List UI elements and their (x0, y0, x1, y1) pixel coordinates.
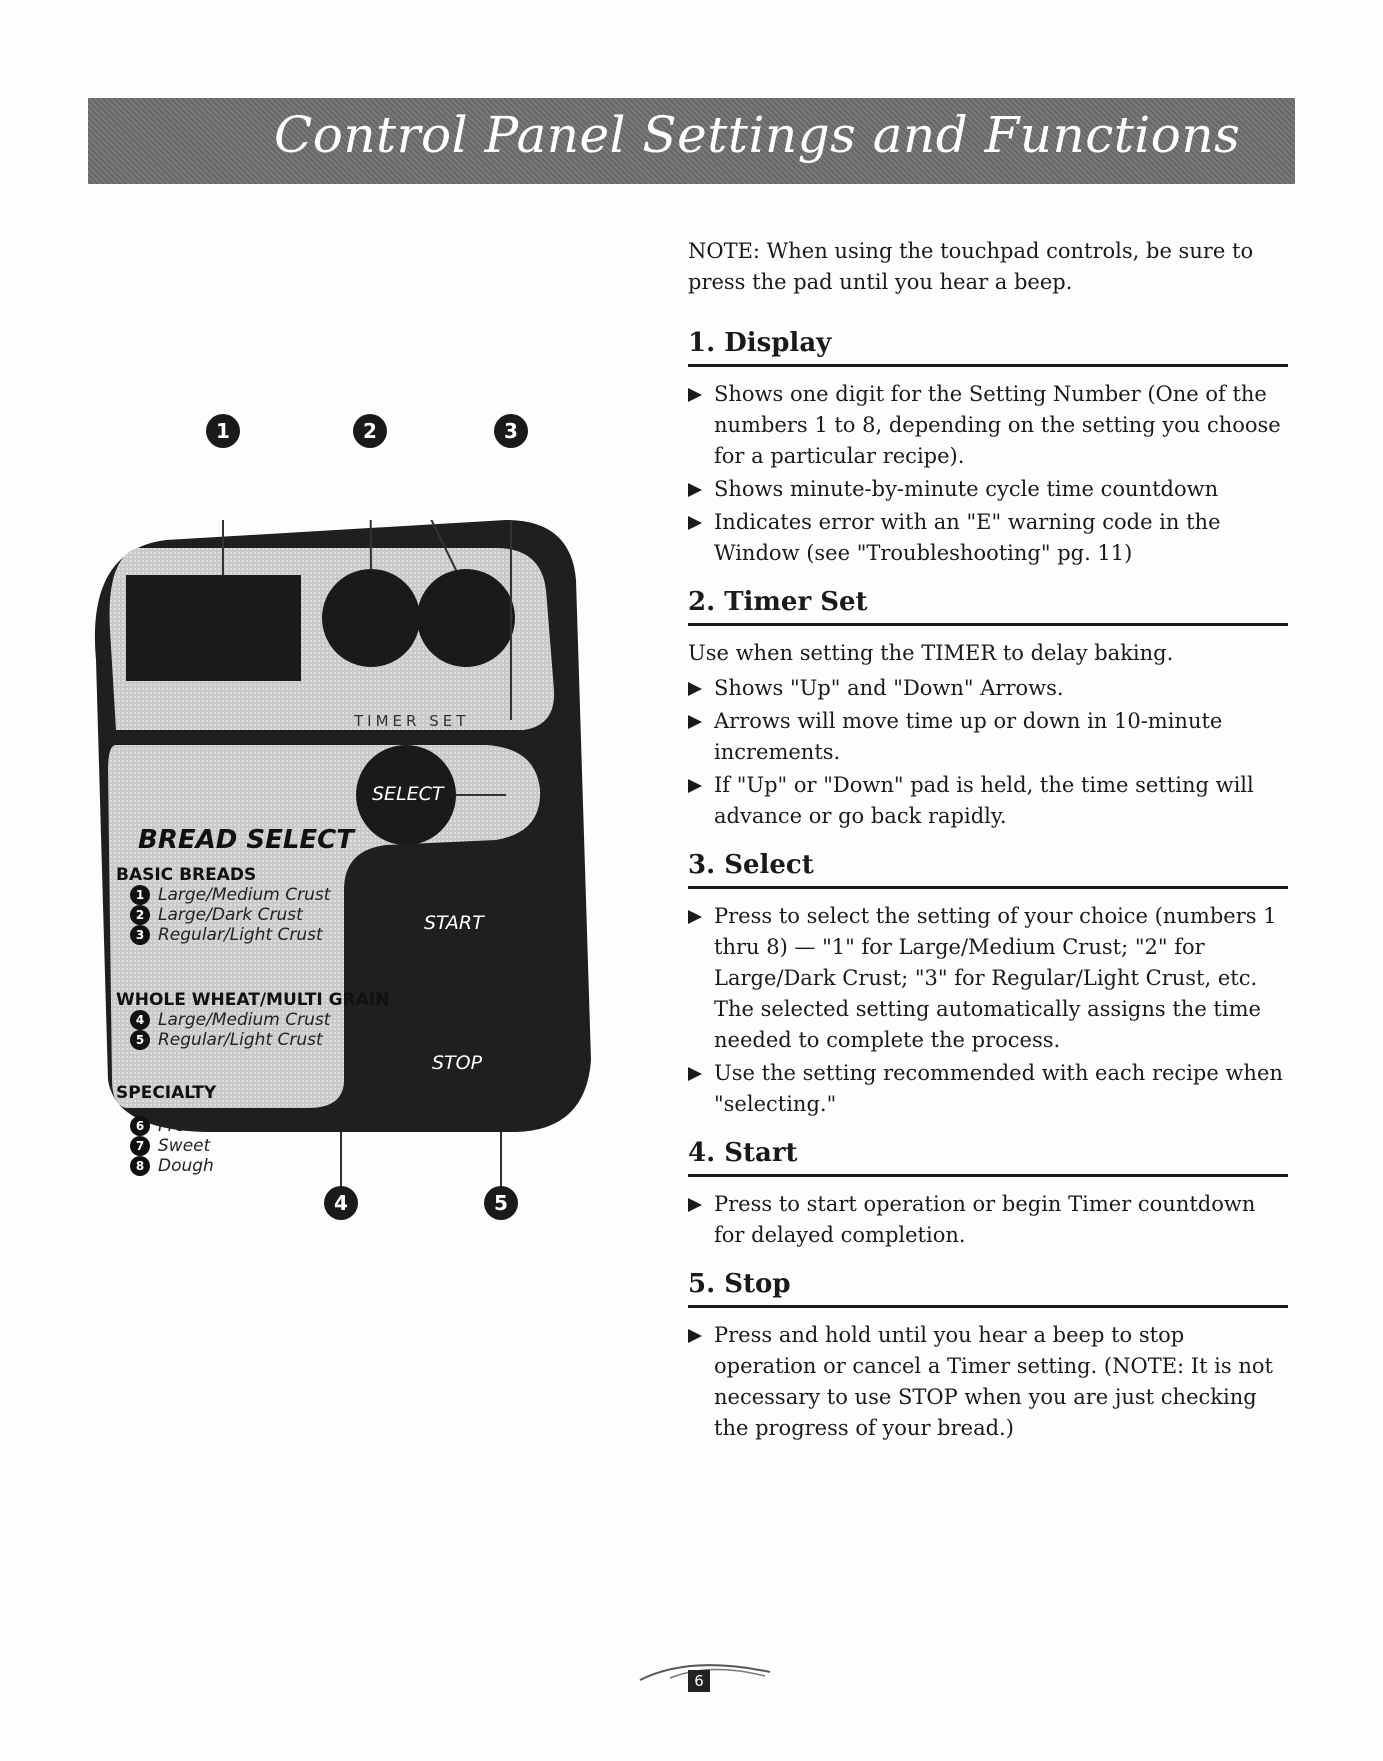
instructions-column: NOTE: When using the touchpad controls, … (688, 236, 1288, 1462)
bread-setting-item: 6 French (130, 1116, 216, 1136)
callout-5: 5 (484, 1186, 518, 1220)
callout-1: 1 (206, 414, 240, 448)
setting-label: Large/Dark Crust (158, 905, 303, 925)
bread-group-specialty: SPECIALTY (116, 1083, 216, 1103)
bread-select-title: BREAD SELECT (138, 825, 354, 855)
control-panel-illustration: 1 2 3 4 5 TIMER SET SELECT START STOP BR… (86, 414, 618, 1240)
bullet-item: Indicates error with an "E" warning code… (688, 507, 1288, 569)
bullet-arrow-icon (688, 1329, 702, 1343)
setting-number: 6 (130, 1116, 150, 1136)
bullet-arrow-icon (688, 715, 702, 729)
bullet-item: Shows one digit for the Setting Number (… (688, 379, 1288, 472)
setting-label: Large/Medium Crust (158, 885, 331, 905)
bullet-text: If "Up" or "Down" pad is held, the time … (714, 773, 1254, 828)
section-title: 2. Timer Set (688, 587, 1288, 626)
bread-setting-item: 5 Regular/Light Crust (130, 1030, 389, 1050)
section-stop: 5. Stop Press and hold until you hear a … (688, 1269, 1288, 1444)
bread-setting-item: 7 Sweet (130, 1136, 216, 1156)
bullet-text: Arrows will move time up or down in 10-m… (714, 709, 1223, 764)
bullet-item: Press and hold until you hear a beep to … (688, 1320, 1288, 1444)
bullet-arrow-icon (688, 1198, 702, 1212)
page-title: Control Panel Settings and Functions (274, 106, 1241, 164)
control-panel-drawing (94, 520, 591, 1195)
bread-setting-item: 1 Large/Medium Crust (130, 885, 330, 905)
setting-number: 8 (130, 1156, 150, 1176)
bullet-arrow-icon (688, 779, 702, 793)
bread-setting-item: 3 Regular/Light Crust (130, 925, 330, 945)
bullet-item: Shows "Up" and "Down" Arrows. (688, 673, 1288, 704)
setting-number: 2 (130, 905, 150, 925)
bullet-item: Arrows will move time up or down in 10-m… (688, 706, 1288, 768)
stop-button-label: STOP (432, 1052, 483, 1074)
select-button-label: SELECT (372, 783, 444, 805)
bullet-text: Press and hold until you hear a beep to … (714, 1323, 1273, 1440)
bullet-item: Shows minute-by-minute cycle time countd… (688, 474, 1288, 505)
section-timer-set: 2. Timer Set Use when setting the TIMER … (688, 587, 1288, 832)
bullet-arrow-icon (688, 516, 702, 530)
section-select: 3. Select Press to select the setting of… (688, 850, 1288, 1120)
setting-number: 4 (130, 1010, 150, 1030)
header-banner: Control Panel Settings and Functions (88, 98, 1295, 184)
bread-setting-item: 2 Large/Dark Crust (130, 905, 330, 925)
section-title: 1. Display (688, 328, 1288, 367)
setting-label: Sweet (158, 1136, 211, 1156)
bullet-item: Use the setting recommended with each re… (688, 1058, 1288, 1120)
bread-group-whole-wheat: WHOLE WHEAT/MULTI GRAIN 4 Large/Medium Cr… (116, 990, 389, 1050)
section-title: 4. Start (688, 1138, 1288, 1177)
swoosh-ornament-icon (639, 1664, 771, 1681)
setting-label: Large/Medium Crust (158, 1010, 331, 1030)
bullet-arrow-icon (688, 682, 702, 696)
bullet-text: Press to select the setting of your choi… (714, 904, 1277, 1052)
section-display: 1. Display Shows one digit for the Setti… (688, 328, 1288, 569)
setting-label: Regular/Light Crust (158, 925, 323, 945)
setting-number: 7 (130, 1136, 150, 1156)
page-number: 6 (688, 1670, 710, 1692)
bread-setting-item: 4 Large/Medium Crust (130, 1010, 389, 1030)
bread-group-name: WHOLE WHEAT/MULTI GRAIN (116, 990, 390, 1010)
bullet-arrow-icon (688, 388, 702, 402)
bread-group-name: BASIC BREADS (116, 865, 257, 885)
timer-set-label: TIMER SET (354, 712, 470, 730)
setting-number: 3 (130, 925, 150, 945)
section-title: 5. Stop (688, 1269, 1288, 1308)
bread-group-basic: BASIC BREADS 1 Large/Medium Crust 2 Large/… (116, 865, 330, 945)
bullet-text: Shows one digit for the Setting Number (… (714, 382, 1281, 468)
bread-group-name: SPECIALTY (116, 1083, 217, 1103)
callout-4: 4 (324, 1186, 358, 1220)
section-intro: Use when setting the TIMER to delay baki… (688, 641, 1174, 665)
note-text: NOTE: When using the touchpad controls, … (688, 239, 1254, 294)
bullet-text: Shows "Up" and "Down" Arrows. (714, 676, 1064, 700)
bullet-text: Shows minute-by-minute cycle time countd… (714, 477, 1219, 501)
setting-label: Dough (158, 1156, 214, 1176)
start-button-label: START (424, 912, 484, 934)
specialty-items: 6 French 7 Sweet 8 Dough (130, 1116, 216, 1176)
bullet-arrow-icon (688, 483, 702, 497)
callout-2: 2 (353, 414, 387, 448)
bullet-text: Indicates error with an "E" warning code… (714, 510, 1221, 565)
setting-number: 1 (130, 885, 150, 905)
section-title: 3. Select (688, 850, 1288, 889)
setting-number: 5 (130, 1030, 150, 1050)
bullet-text: Use the setting recommended with each re… (714, 1061, 1283, 1116)
bullet-item: Press to select the setting of your choi… (688, 901, 1288, 1056)
bullet-item: If "Up" or "Down" pad is held, the time … (688, 770, 1288, 832)
setting-label: French (158, 1116, 217, 1136)
bullet-arrow-icon (688, 1067, 702, 1081)
bullet-item: Press to start operation or begin Timer … (688, 1189, 1288, 1251)
setting-label: Regular/Light Crust (158, 1030, 323, 1050)
bullet-text: Press to start operation or begin Timer … (714, 1192, 1256, 1247)
callout-3: 3 (494, 414, 528, 448)
section-start: 4. Start Press to start operation or beg… (688, 1138, 1288, 1251)
bullet-arrow-icon (688, 910, 702, 924)
bread-setting-item: 8 Dough (130, 1156, 216, 1176)
